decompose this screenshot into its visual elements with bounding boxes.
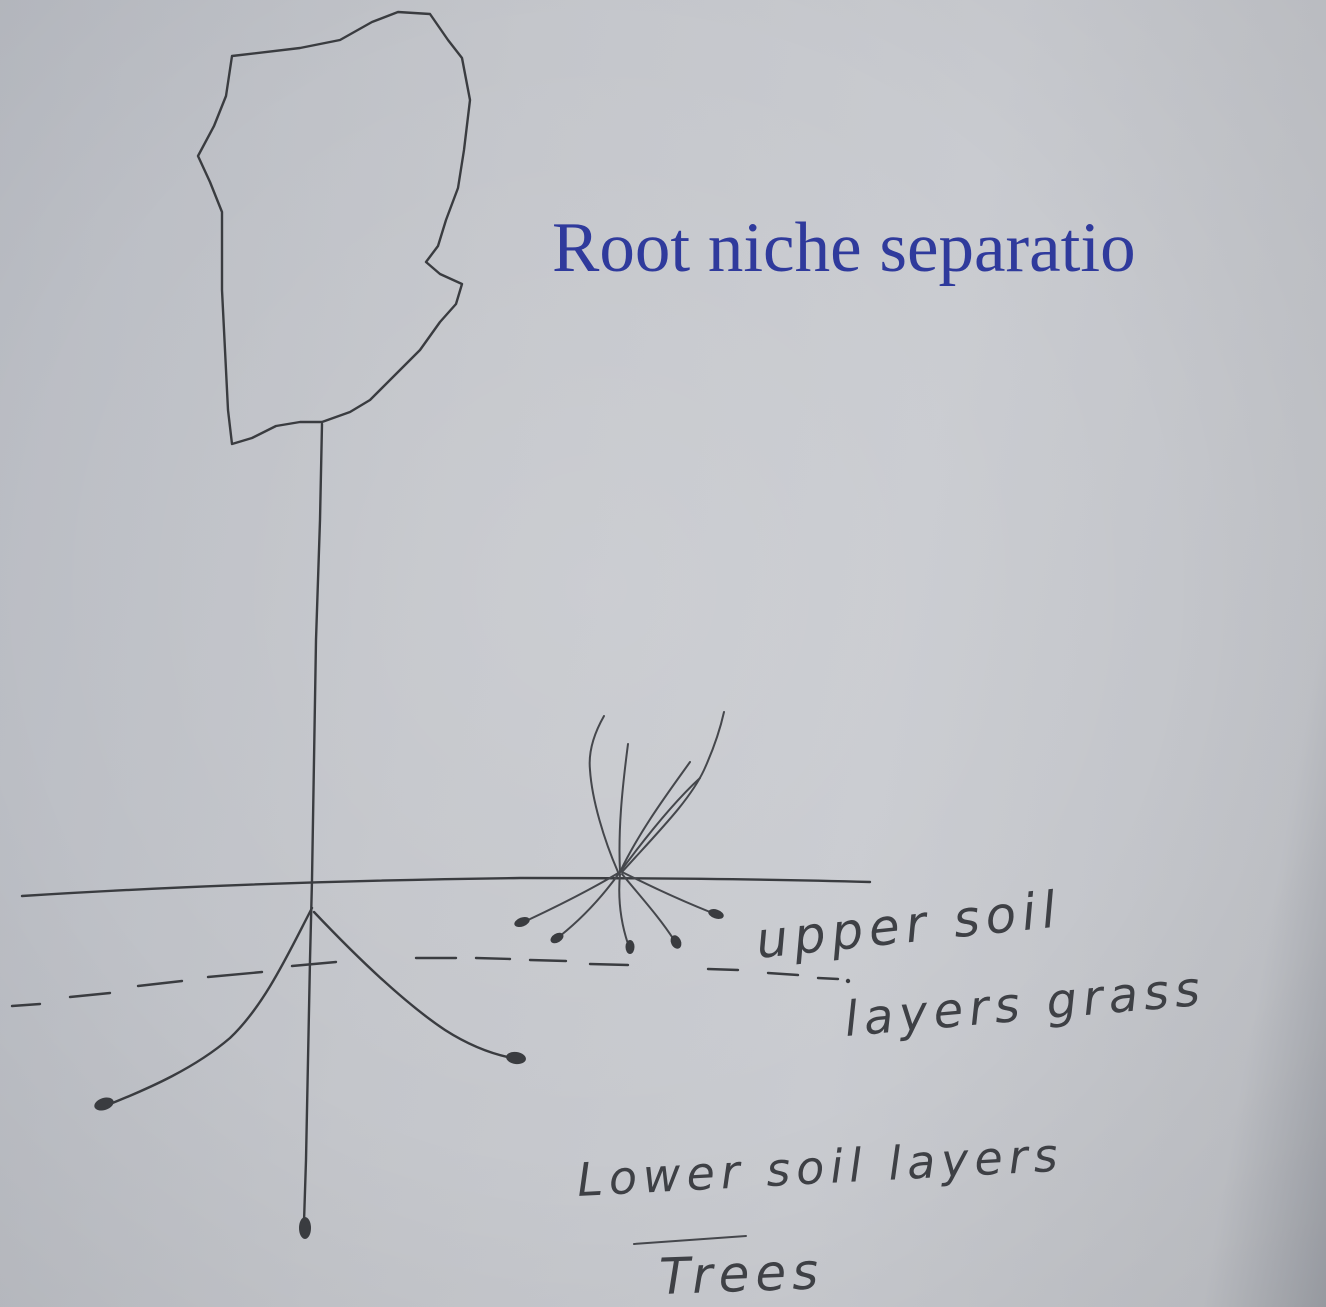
tree-trunk (304, 424, 322, 1222)
grass-roots (513, 872, 725, 954)
tree-root-right-tip (505, 1051, 526, 1066)
soil-layer-boundary (12, 958, 850, 1006)
tree-root-left (110, 908, 312, 1104)
tree-root-left-tip (93, 1095, 116, 1113)
taproot-tip (299, 1217, 311, 1239)
label-upper-soil: upper soil (753, 880, 1064, 970)
label-lower-soil-layers: Lower soil layers (576, 1128, 1065, 1207)
label-layers-grass: layers grass (842, 961, 1208, 1048)
trees-label-underline (634, 1236, 746, 1244)
tree-crown (198, 12, 470, 444)
ground-line (22, 878, 870, 896)
tree-root-right (314, 912, 512, 1058)
label-trees: Trees (658, 1242, 825, 1306)
grass-shoots (590, 712, 724, 872)
